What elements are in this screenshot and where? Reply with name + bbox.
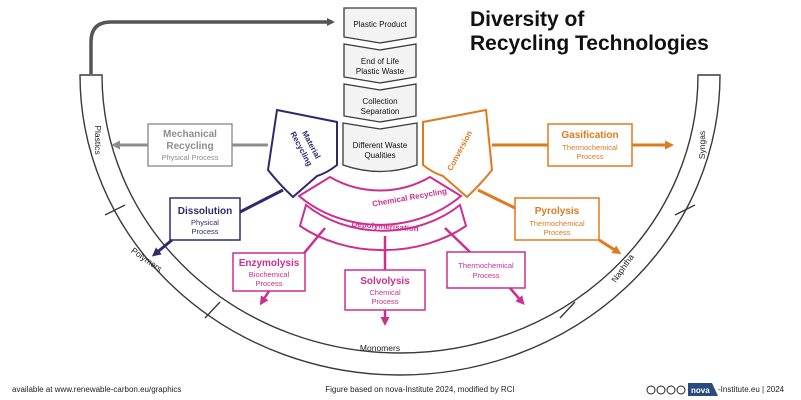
- label-dissolution-sub-1: Physical: [191, 218, 219, 227]
- chemical-recycling-arc: Chemical Recycling: [297, 175, 463, 226]
- footer-left: available at www.renewable-carbon.eu/gra…: [12, 385, 181, 394]
- ring-label-monomers: Monomers: [360, 343, 400, 353]
- box-plastic-product: [343, 7, 417, 44]
- label-gasification-sub-2: Process: [576, 152, 603, 161]
- label-solvolysis-sub-2: Process: [371, 297, 398, 306]
- label-pyrolysis-sub-1: Thermochemical: [529, 219, 585, 228]
- nova-logo: nova: [688, 383, 718, 396]
- thermochemical-box: Thermochemical Process: [444, 227, 526, 306]
- label-gasification: Gasification: [561, 130, 618, 141]
- footer-center: Figure based on nova-Institute 2024, mod…: [325, 385, 514, 394]
- loop-arrow: [89, 18, 335, 74]
- label-solvolysis-sub-1: Chemical: [369, 288, 401, 297]
- label-mechanical-2: Recycling: [166, 141, 213, 152]
- label-waste-2: Qualities: [364, 151, 395, 160]
- box-collection: [343, 83, 417, 123]
- outer-ring: [79, 74, 721, 376]
- label-collection-1: Collection: [362, 97, 397, 106]
- label-plastic-product: Plastic Product: [353, 20, 407, 29]
- label-enzymolysis-sub-2: Process: [255, 279, 282, 288]
- label-enzymolysis-sub-1: Biochemical: [249, 270, 290, 279]
- ring-label-syngas: Syngas: [697, 131, 707, 159]
- footer-right: -Institute.eu | 2024: [718, 385, 785, 394]
- conversion-shape: Conversion: [422, 108, 494, 199]
- label-collection-2: Separation: [361, 107, 400, 116]
- solvolysis-box: Solvolysis Chemical Process: [344, 236, 426, 326]
- box-waste-qualities: [342, 122, 418, 173]
- dissolution-box: Dissolution Physical Process: [151, 188, 284, 257]
- pyrolysis-box: Pyrolysis Thermochemical Process: [477, 188, 622, 255]
- central-stack: Plastic Product End of Life Plastic Wast…: [342, 7, 418, 173]
- license-icons: [646, 385, 686, 395]
- title-line-2: Recycling Technologies: [470, 32, 709, 55]
- label-end-of-life-1: End of Life: [361, 57, 400, 66]
- ring-label-plastics: Plastics: [93, 125, 103, 154]
- label-mechanical-sub: Physical Process: [161, 153, 218, 162]
- label-dissolution-sub-2: Process: [191, 227, 218, 236]
- label-dissolution: Dissolution: [178, 206, 232, 217]
- box-end-of-life: [343, 43, 417, 84]
- label-enzymolysis: Enzymolysis: [239, 258, 300, 269]
- material-recycling-shape: Material Recycling: [266, 108, 338, 199]
- label-waste-1: Different Waste: [353, 141, 408, 150]
- label-thermochemical-2: Process: [472, 271, 499, 280]
- label-thermochemical-1: Thermochemical: [458, 261, 514, 270]
- gasification-box: Gasification Thermochemical Process: [492, 123, 674, 167]
- label-solvolysis: Solvolysis: [360, 276, 410, 287]
- label-pyrolysis-sub-2: Process: [543, 228, 570, 237]
- label-end-of-life-2: Plastic Waste: [356, 67, 405, 76]
- enzymolysis-box: Enzymolysis Biochemical Process: [232, 227, 326, 306]
- depolymerisation-arc: Depolymerisation: [298, 203, 468, 252]
- label-gasification-sub-1: Thermochemical: [562, 143, 618, 152]
- label-mechanical-1: Mechanical: [163, 129, 217, 140]
- nova-logo-text: nova: [691, 386, 710, 395]
- mechanical-recycling-box: Mechanical Recycling Physical Process: [111, 123, 268, 167]
- label-pyrolysis: Pyrolysis: [535, 206, 580, 217]
- title-line-1: Diversity of: [470, 8, 585, 31]
